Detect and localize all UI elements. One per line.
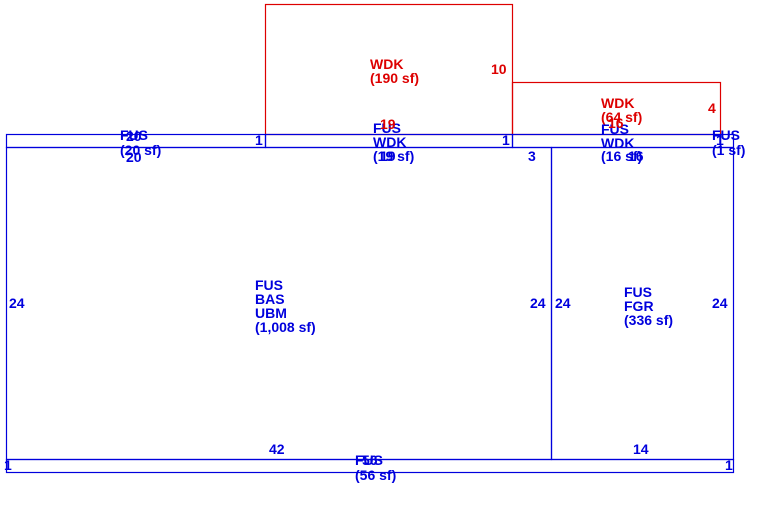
dimension-label: 24 [555, 295, 571, 311]
area-label-wdk-64: WDK (64 sf) [601, 95, 642, 125]
dimension-label: 10 [491, 61, 507, 77]
dimension-label: 20 [126, 128, 142, 144]
dimension-label: 42 [269, 441, 285, 457]
dimension-label: 1 [4, 457, 12, 473]
area-label-wdk-190: WDK (190 sf) [370, 56, 419, 86]
area-label-fus-1: FUS (1 sf) [712, 127, 745, 158]
dimension-label: 24 [530, 295, 546, 311]
area-label-fus-bas-ubm: FUS BAS UBM (1,008 sf) [255, 277, 316, 335]
area-label-fus-wdk-16: FUS WDK (16 sf) [601, 121, 642, 164]
area-label-fus-20: FUS (20 sf) [120, 127, 161, 158]
dimension-label: 1 [716, 132, 724, 148]
bottom-strip-outline [5, 458, 735, 474]
dimension-label: 3 [528, 148, 536, 164]
dimension-label: 24 [9, 295, 25, 311]
dimension-label: 16 [608, 115, 624, 131]
dimension-label: 56 [362, 452, 378, 468]
dimension-label: 1 [255, 132, 263, 148]
dimension-label: 19 [380, 116, 396, 132]
small-square-outline [719, 133, 735, 149]
dimension-label: 1 [502, 132, 510, 148]
dimension-label: 16 [628, 148, 644, 164]
area-label-fus-fgr: FUS FGR (336 sf) [624, 284, 673, 328]
dimension-label: 4 [708, 100, 716, 116]
dimension-label: 19 [380, 148, 396, 164]
dimension-label: 14 [633, 441, 649, 457]
dimension-label: 1 [725, 457, 733, 473]
dimension-label: 24 [712, 295, 728, 311]
dimension-label: 20 [126, 149, 142, 165]
area-label-fus-56: FUS (56 sf) [355, 452, 396, 483]
area-label-fus-wdk-19: FUS WDK (19 sf) [373, 120, 414, 164]
